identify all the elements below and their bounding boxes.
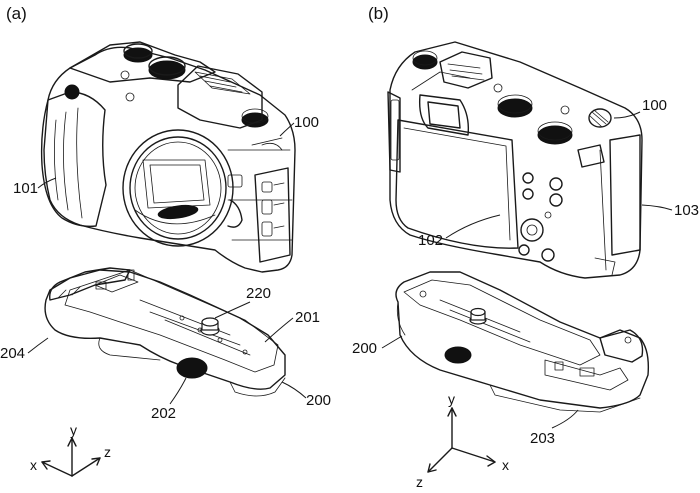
axis-triad-b: y x z	[416, 391, 509, 490]
callout-100-a: 100	[294, 114, 319, 131]
panel-b-label: (b)	[368, 4, 389, 23]
camera-rear-drawing	[387, 41, 643, 279]
callout-220: 220	[246, 285, 271, 302]
callout-200-b: 200	[352, 340, 377, 357]
callouts-panel-a: 100 101 220 201 204 200 202	[0, 114, 331, 422]
grip-accessory-drawing-a	[44, 267, 286, 397]
callout-103: 103	[674, 202, 699, 219]
callout-200-a: 200	[306, 392, 331, 409]
callouts-panel-b: 100 103 102 200 203	[352, 97, 699, 447]
axis-b-y: y	[448, 391, 455, 407]
axis-b-x: x	[502, 457, 509, 473]
axis-a-z: z	[104, 444, 111, 460]
callout-201: 201	[295, 309, 320, 326]
panel-a-label: (a)	[6, 4, 27, 23]
callout-101: 101	[13, 180, 38, 197]
grip-accessory-drawing-b	[395, 271, 650, 413]
axis-b-z: z	[416, 474, 423, 490]
callout-202: 202	[151, 405, 176, 422]
axis-a-x: x	[30, 457, 37, 473]
camera-front-drawing	[40, 41, 296, 273]
callout-100-b: 100	[642, 97, 667, 114]
callout-102: 102	[418, 232, 443, 249]
callout-203: 203	[530, 430, 555, 447]
axis-a-y: y	[70, 422, 77, 438]
axis-triad-a: y x z	[30, 422, 111, 477]
callout-204: 204	[0, 345, 25, 362]
